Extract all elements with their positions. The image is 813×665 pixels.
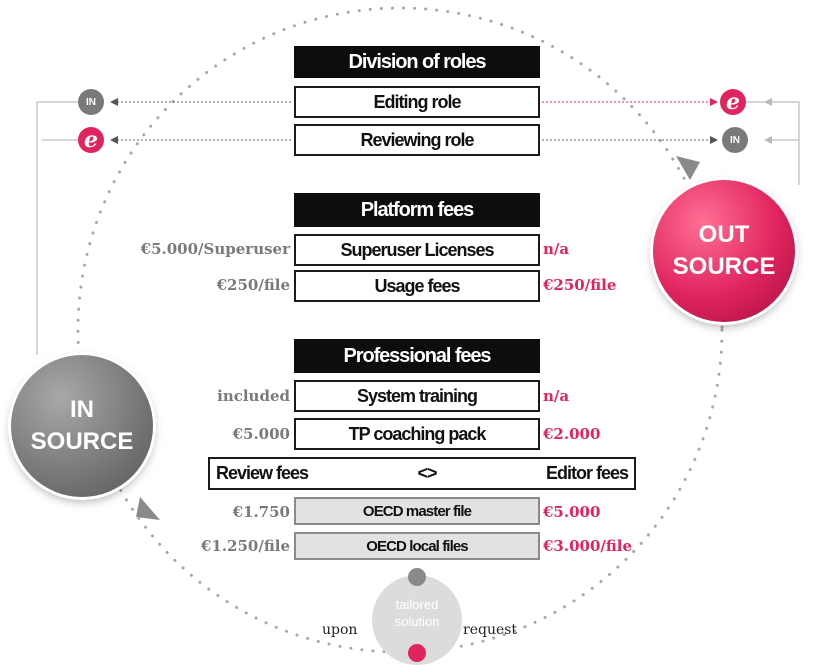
review-fees-label: Review fees [216,463,309,483]
in-source-line2: SOURCE [30,428,134,455]
request-label: request [463,622,518,638]
in-badge-icon: IN [722,127,748,153]
platform-header: Platform fees [294,193,540,227]
tp-coaching-box: TP coaching pack [294,418,540,450]
usage-out-value: €250/file [543,276,617,294]
e-badge-icon: e [78,127,104,153]
professional-header: Professional fees [294,339,540,373]
editing-role-box: Editing role [294,86,540,118]
training-out-value: n/a [543,387,570,405]
superuser-in-value: €5.000/Superuser [140,240,290,258]
upon-label: upon [322,622,358,638]
in-badge-icon: IN [78,89,104,115]
tailored-bottom-dot-icon [408,644,426,662]
usage-in-value: €250/file [216,276,290,294]
coaching-out-value: €2.000 [543,425,601,443]
superuser-out-value: n/a [543,240,570,258]
master-in-value: €1.750 [232,503,290,521]
out-source-line2: SOURCE [672,253,776,280]
division-header: Division of roles [294,46,540,78]
usage-fees-box: Usage fees [294,270,540,302]
superuser-licenses-box: Superuser Licenses [294,234,540,266]
reviewing-role-box: Reviewing role [294,124,540,156]
training-in-value: included [217,387,290,405]
out-source-line1: OUT [698,221,750,248]
compare-symbol: <> [417,463,438,483]
fees-compare-box: Review fees <> Editor fees [208,457,636,490]
local-out-value: €3.000/file [543,537,633,555]
editor-fees-label: Editor fees [545,463,629,483]
in-source-line1: IN [70,396,94,423]
master-out-value: €5.000 [543,503,601,521]
tailored-line2: solution [394,614,440,629]
local-in-value: €1.250/file [200,537,290,555]
tailored-top-dot-icon [408,568,426,586]
e-badge-icon: e [720,89,746,115]
system-training-box: System training [294,380,540,412]
in-source-circle: IN SOURCE [11,355,153,497]
oecd-master-file-box: OECD master file [294,497,540,525]
out-source-circle: OUT SOURCE [653,180,795,322]
oecd-local-files-box: OECD local files [294,532,540,560]
coaching-in-value: €5.000 [232,425,290,443]
tailored-line1: tailored [395,597,439,612]
